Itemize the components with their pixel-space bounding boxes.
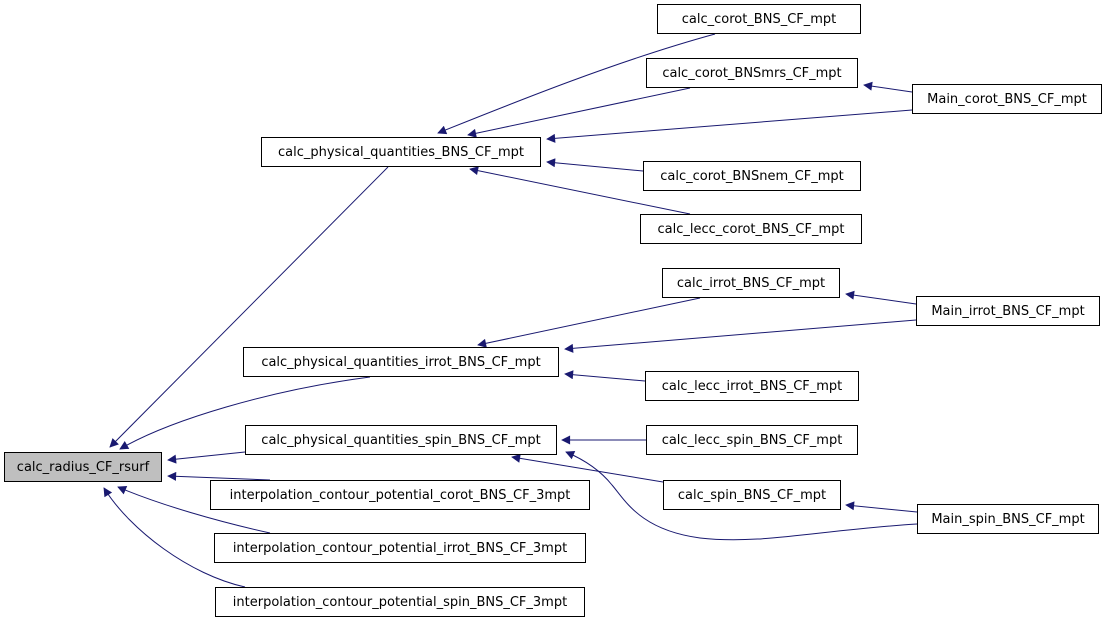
edge-interpolation_contour_potential_corot_BNS_CF_3mpt-to-calc_radius_CF_rsurf [167, 471, 271, 481]
edge-calc_lecc_corot_BNS_CF_mpt-to-calc_physical_quantities_BNS_CF_mpt [469, 166, 691, 215]
node-calc_spin_BNS_CF_mpt[interactable]: calc_spin_BNS_CF_mpt [663, 480, 841, 510]
node-Main_spin_BNS_CF_mpt[interactable]: Main_spin_BNS_CF_mpt [917, 504, 1099, 534]
node-label: calc_spin_BNS_CF_mpt [677, 487, 827, 503]
node-label: calc_physical_quantities_BNS_CF_mpt [277, 144, 525, 160]
edge-Main_corot_BNS_CF_mpt-to-calc_corot_BNSmrs_CF_mpt [863, 81, 913, 93]
edge-Main_spin_BNS_CF_mpt-to-calc_physical_quantities_spin_BNS_CF_mpt [565, 450, 918, 541]
node-label: calc_corot_BNS_CF_mpt [681, 11, 837, 27]
node-calc_physical_quantities_BNS_CF_mpt[interactable]: calc_physical_quantities_BNS_CF_mpt [261, 137, 541, 167]
node-calc_physical_quantities_irrot_BNS_CF_mpt[interactable]: calc_physical_quantities_irrot_BNS_CF_mp… [243, 347, 559, 377]
node-label: Main_spin_BNS_CF_mpt [931, 511, 1085, 527]
edge-interpolation_contour_potential_irrot_BNS_CF_3mpt-to-calc_radius_CF_rsurf [117, 486, 271, 534]
edge-calc_corot_BNSnem_CF_mpt-to-calc_physical_quantities_BNS_CF_mpt [546, 158, 644, 172]
node-interpolation_contour_potential_spin_BNS_CF_3mpt[interactable]: interpolation_contour_potential_spin_BNS… [215, 587, 585, 617]
node-label: interpolation_contour_potential_corot_BN… [229, 487, 571, 503]
edge-calc_irrot_BNS_CF_mpt-to-calc_physical_quantities_irrot_BNS_CF_mpt [477, 297, 701, 348]
node-label: Main_irrot_BNS_CF_mpt [931, 303, 1085, 319]
node-calc_physical_quantities_spin_BNS_CF_mpt[interactable]: calc_physical_quantities_spin_BNS_CF_mpt [245, 425, 557, 455]
node-label: interpolation_contour_potential_irrot_BN… [232, 540, 568, 556]
node-label: Main_corot_BNS_CF_mpt [927, 91, 1087, 107]
edge-calc_corot_BNSmrs_CF_mpt-to-calc_physical_quantities_BNS_CF_mpt [467, 87, 691, 138]
node-label: calc_corot_BNSnem_CF_mpt [660, 168, 844, 184]
edge-calc_spin_BNS_CF_mpt-to-calc_physical_quantities_spin_BNS_CF_mpt [511, 453, 664, 483]
node-calc_radius_CF_rsurf: calc_radius_CF_rsurf [4, 452, 162, 482]
node-calc_lecc_corot_BNS_CF_mpt[interactable]: calc_lecc_corot_BNS_CF_mpt [640, 214, 862, 244]
node-calc_lecc_irrot_BNS_CF_mpt[interactable]: calc_lecc_irrot_BNS_CF_mpt [645, 371, 859, 401]
edge-Main_irrot_BNS_CF_mpt-to-calc_physical_quantities_irrot_BNS_CF_mpt [564, 319, 917, 353]
edge-Main_corot_BNS_CF_mpt-to-calc_physical_quantities_BNS_CF_mpt [546, 109, 913, 143]
node-label: calc_irrot_BNS_CF_mpt [676, 275, 826, 291]
node-label: interpolation_contour_potential_spin_BNS… [232, 594, 568, 610]
node-interpolation_contour_potential_corot_BNS_CF_3mpt[interactable]: interpolation_contour_potential_corot_BN… [210, 480, 590, 510]
node-calc_irrot_BNS_CF_mpt[interactable]: calc_irrot_BNS_CF_mpt [662, 268, 840, 298]
node-Main_corot_BNS_CF_mpt[interactable]: Main_corot_BNS_CF_mpt [912, 84, 1102, 114]
node-label: calc_physical_quantities_spin_BNS_CF_mpt [261, 432, 541, 448]
edge-calc_physical_quantities_irrot_BNS_CF_mpt-to-calc_radius_CF_rsurf [119, 376, 371, 450]
node-calc_corot_BNSnem_CF_mpt[interactable]: calc_corot_BNSnem_CF_mpt [643, 161, 861, 191]
node-label: calc_corot_BNSmrs_CF_mpt [662, 65, 842, 81]
edge-calc_lecc_irrot_BNS_CF_mpt-to-calc_physical_quantities_irrot_BNS_CF_mpt [564, 370, 646, 382]
edge-Main_irrot_BNS_CF_mpt-to-calc_irrot_BNS_CF_mpt [845, 290, 917, 305]
edge-calc_corot_BNS_CF_mpt-to-calc_physical_quantities_BNS_CF_mpt [437, 33, 716, 135]
node-calc_lecc_spin_BNS_CF_mpt[interactable]: calc_lecc_spin_BNS_CF_mpt [646, 425, 858, 455]
edge-calc_physical_quantities_BNS_CF_mpt-to-calc_radius_CF_rsurf [109, 166, 389, 448]
node-calc_corot_BNS_CF_mpt[interactable]: calc_corot_BNS_CF_mpt [657, 4, 861, 34]
edge-Main_spin_BNS_CF_mpt-to-calc_spin_BNS_CF_mpt [845, 501, 918, 513]
node-calc_corot_BNSmrs_CF_mpt[interactable]: calc_corot_BNSmrs_CF_mpt [646, 58, 858, 88]
edge-calc_physical_quantities_spin_BNS_CF_mpt-to-calc_radius_CF_rsurf [167, 451, 246, 464]
node-label: calc_lecc_corot_BNS_CF_mpt [657, 221, 845, 237]
node-label: calc_radius_CF_rsurf [16, 459, 150, 475]
node-Main_irrot_BNS_CF_mpt[interactable]: Main_irrot_BNS_CF_mpt [916, 296, 1100, 326]
edge-interpolation_contour_potential_spin_BNS_CF_3mpt-to-calc_radius_CF_rsurf [103, 487, 246, 588]
node-label: calc_lecc_spin_BNS_CF_mpt [661, 432, 843, 448]
node-label: calc_lecc_irrot_BNS_CF_mpt [661, 378, 843, 394]
node-interpolation_contour_potential_irrot_BNS_CF_3mpt[interactable]: interpolation_contour_potential_irrot_BN… [214, 533, 586, 563]
node-label: calc_physical_quantities_irrot_BNS_CF_mp… [261, 354, 541, 370]
